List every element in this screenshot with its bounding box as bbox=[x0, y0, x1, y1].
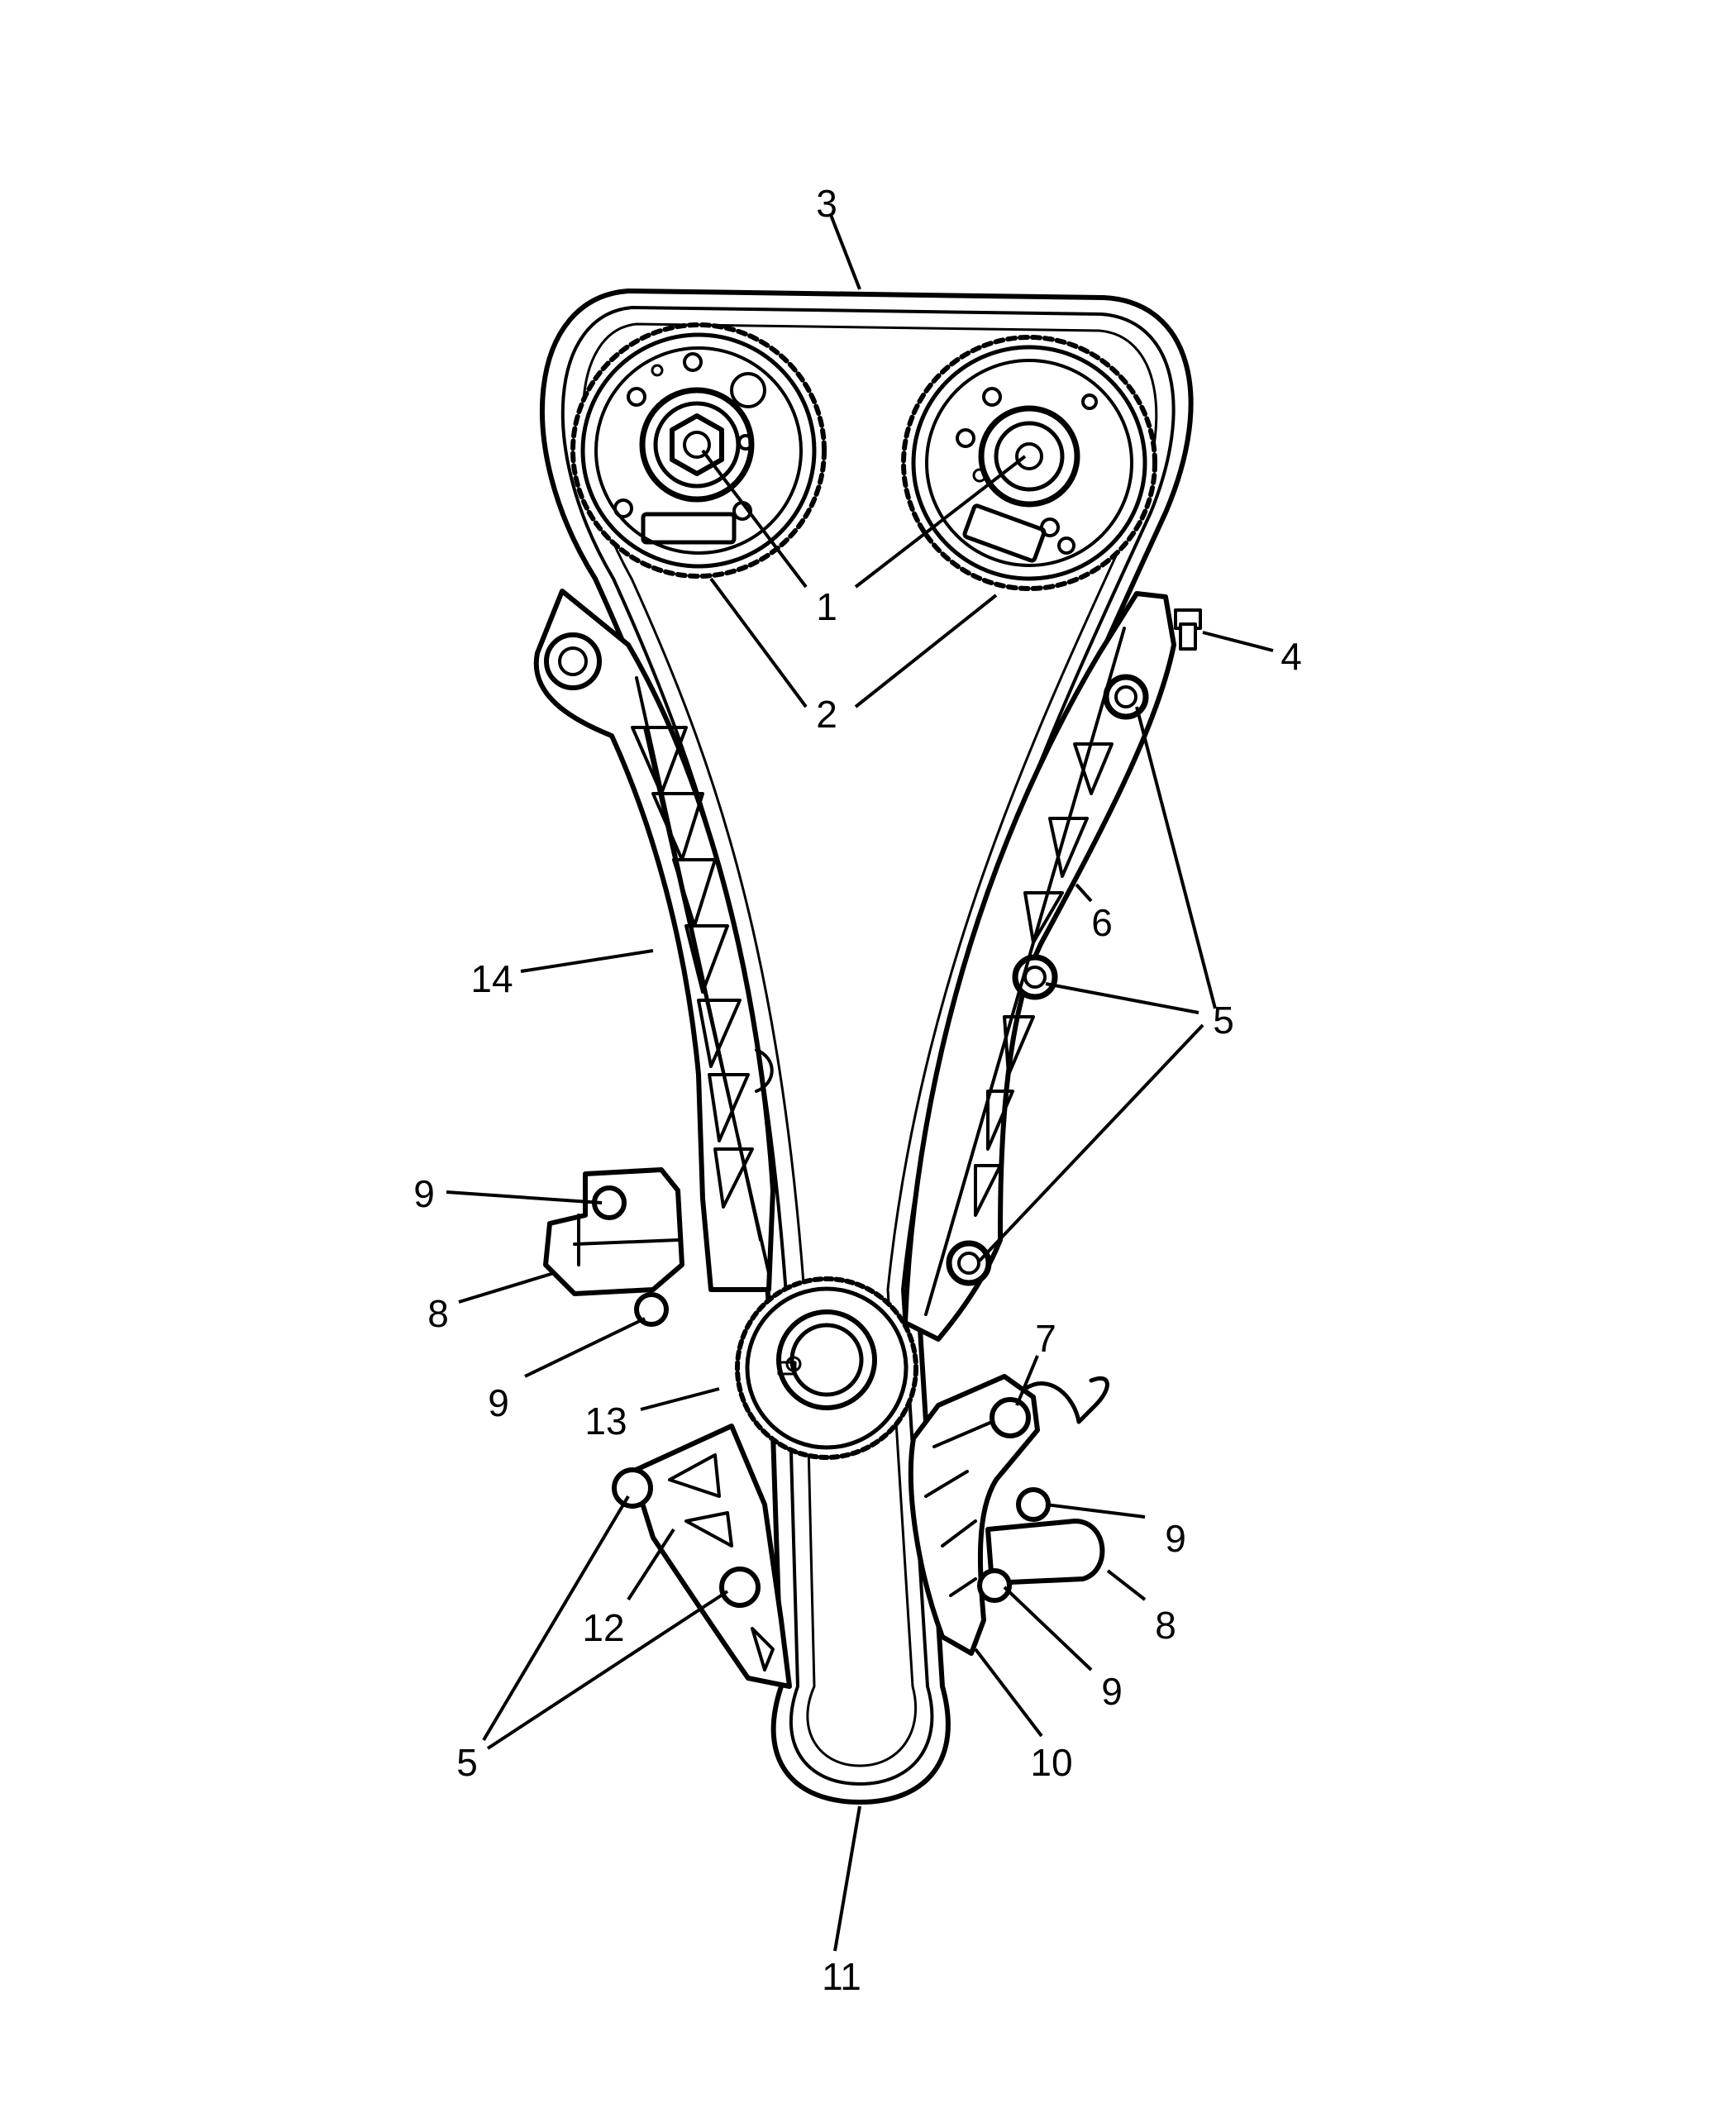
callout-6: 6 bbox=[1091, 901, 1113, 944]
left-chain-guide bbox=[533, 589, 775, 1292]
callout-5-right: 5 bbox=[1213, 999, 1234, 1042]
right-chain-guide bbox=[903, 591, 1176, 1342]
callout-4: 4 bbox=[1281, 635, 1302, 678]
lower-chain-tensioner bbox=[977, 1487, 1105, 1603]
callout-9-lower-a: 9 bbox=[1165, 1517, 1186, 1560]
callout-12: 12 bbox=[582, 1606, 624, 1649]
left-cam-sprocket bbox=[570, 322, 827, 579]
callout-labels: 3 1 2 4 6 5 14 9 8 7 9 13 9 8 12 9 10 5 … bbox=[413, 182, 1302, 1998]
callout-14: 14 bbox=[470, 957, 513, 1000]
callout-8-lower: 8 bbox=[1155, 1604, 1176, 1647]
callout-11: 11 bbox=[822, 1955, 861, 1998]
guide-bolt bbox=[1174, 608, 1202, 651]
crankshaft-sprocket bbox=[735, 1276, 918, 1460]
callout-3: 3 bbox=[816, 182, 837, 225]
lower-fixed-guide bbox=[612, 1424, 792, 1689]
callout-5-left: 5 bbox=[456, 1741, 478, 1784]
callout-8-upper: 8 bbox=[427, 1292, 449, 1335]
callout-9-upper-a: 9 bbox=[413, 1172, 435, 1215]
lower-tensioner-arm bbox=[908, 1374, 1109, 1656]
callout-13: 13 bbox=[584, 1400, 627, 1443]
callout-7: 7 bbox=[1035, 1317, 1056, 1360]
callout-2: 2 bbox=[816, 693, 837, 736]
callout-9-upper-b: 9 bbox=[488, 1381, 509, 1424]
callout-9-lower-b: 9 bbox=[1101, 1670, 1123, 1713]
right-cam-sprocket bbox=[901, 335, 1157, 591]
callout-10: 10 bbox=[1030, 1741, 1072, 1784]
upper-chain-tensioner bbox=[543, 1167, 684, 1327]
callout-1: 1 bbox=[816, 585, 837, 628]
callout-leaders bbox=[446, 214, 1274, 1952]
